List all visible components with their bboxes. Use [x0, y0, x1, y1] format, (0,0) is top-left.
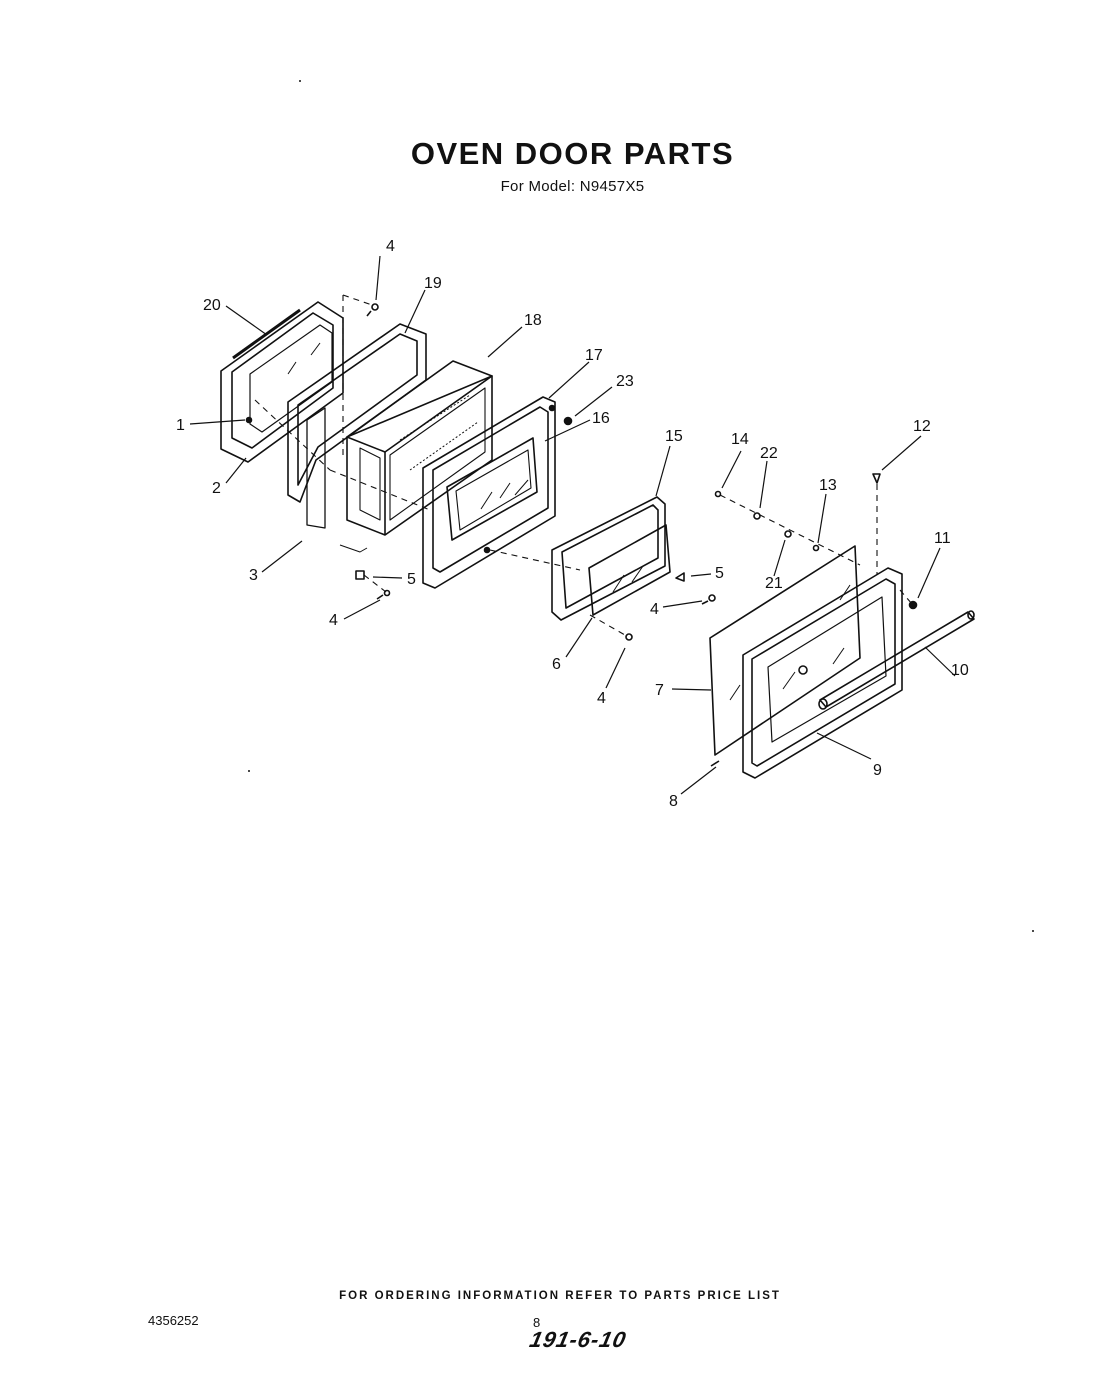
callout-21: 21	[765, 575, 783, 592]
callout-20: 20	[203, 297, 221, 314]
callout-12: 12	[913, 418, 931, 435]
callout-13: 13	[819, 477, 837, 494]
callout-5b: 5	[715, 565, 724, 582]
leader-lines	[189, 255, 956, 795]
page-number: 8	[533, 1315, 541, 1330]
callout-10: 10	[951, 662, 969, 679]
handwritten-note: 191-6-10	[527, 1327, 629, 1352]
callout-14: 14	[731, 431, 749, 448]
callout-8: 8	[669, 793, 678, 810]
callout-4a: 4	[386, 238, 395, 255]
part-19-frame	[287, 323, 427, 529]
part-7-outer-glass	[709, 545, 861, 756]
part-6-inner-glass	[588, 524, 671, 616]
callout-11: 11	[934, 530, 951, 547]
part-17-inner-door	[422, 396, 556, 589]
callout-5a: 5	[407, 571, 416, 588]
model-subtitle: For Model: N9457X5	[500, 178, 645, 195]
callout-3: 3	[249, 567, 258, 584]
callout-19: 19	[424, 275, 442, 292]
part-18-insulation-box	[339, 360, 493, 553]
callout-23: 23	[616, 373, 634, 390]
callout-4d: 4	[597, 690, 606, 707]
part-10-handle	[818, 610, 975, 710]
part-15-glass-frame	[551, 496, 666, 621]
scan-marks	[248, 80, 1034, 932]
ordering-note: FOR ORDERING INFORMATION REFER TO PARTS …	[339, 1290, 781, 1302]
callout-16: 16	[592, 410, 610, 427]
callout-labels: 1 2 3 4 4 4 4 4 5 5 6 7 8 9 10 11 12 13 …	[176, 238, 969, 810]
callout-7: 7	[655, 682, 664, 699]
callout-9: 9	[873, 762, 882, 779]
callout-2: 2	[212, 480, 221, 497]
hardware-screws	[355, 303, 918, 767]
part-20-inner-panel	[220, 301, 344, 463]
callout-22: 22	[760, 445, 778, 462]
document-number: 4356252	[148, 1313, 199, 1328]
callout-17: 17	[585, 347, 603, 364]
alignment-lines	[254, 294, 913, 636]
callout-15: 15	[665, 428, 683, 445]
callout-6: 6	[552, 656, 561, 673]
callout-4b: 4	[329, 612, 338, 629]
callout-18: 18	[524, 312, 542, 329]
callout-1: 1	[176, 417, 185, 434]
page-title: OVEN DOOR PARTS	[410, 136, 735, 171]
callout-4c: 4	[650, 601, 659, 618]
part-9-outer-frame	[742, 567, 903, 779]
